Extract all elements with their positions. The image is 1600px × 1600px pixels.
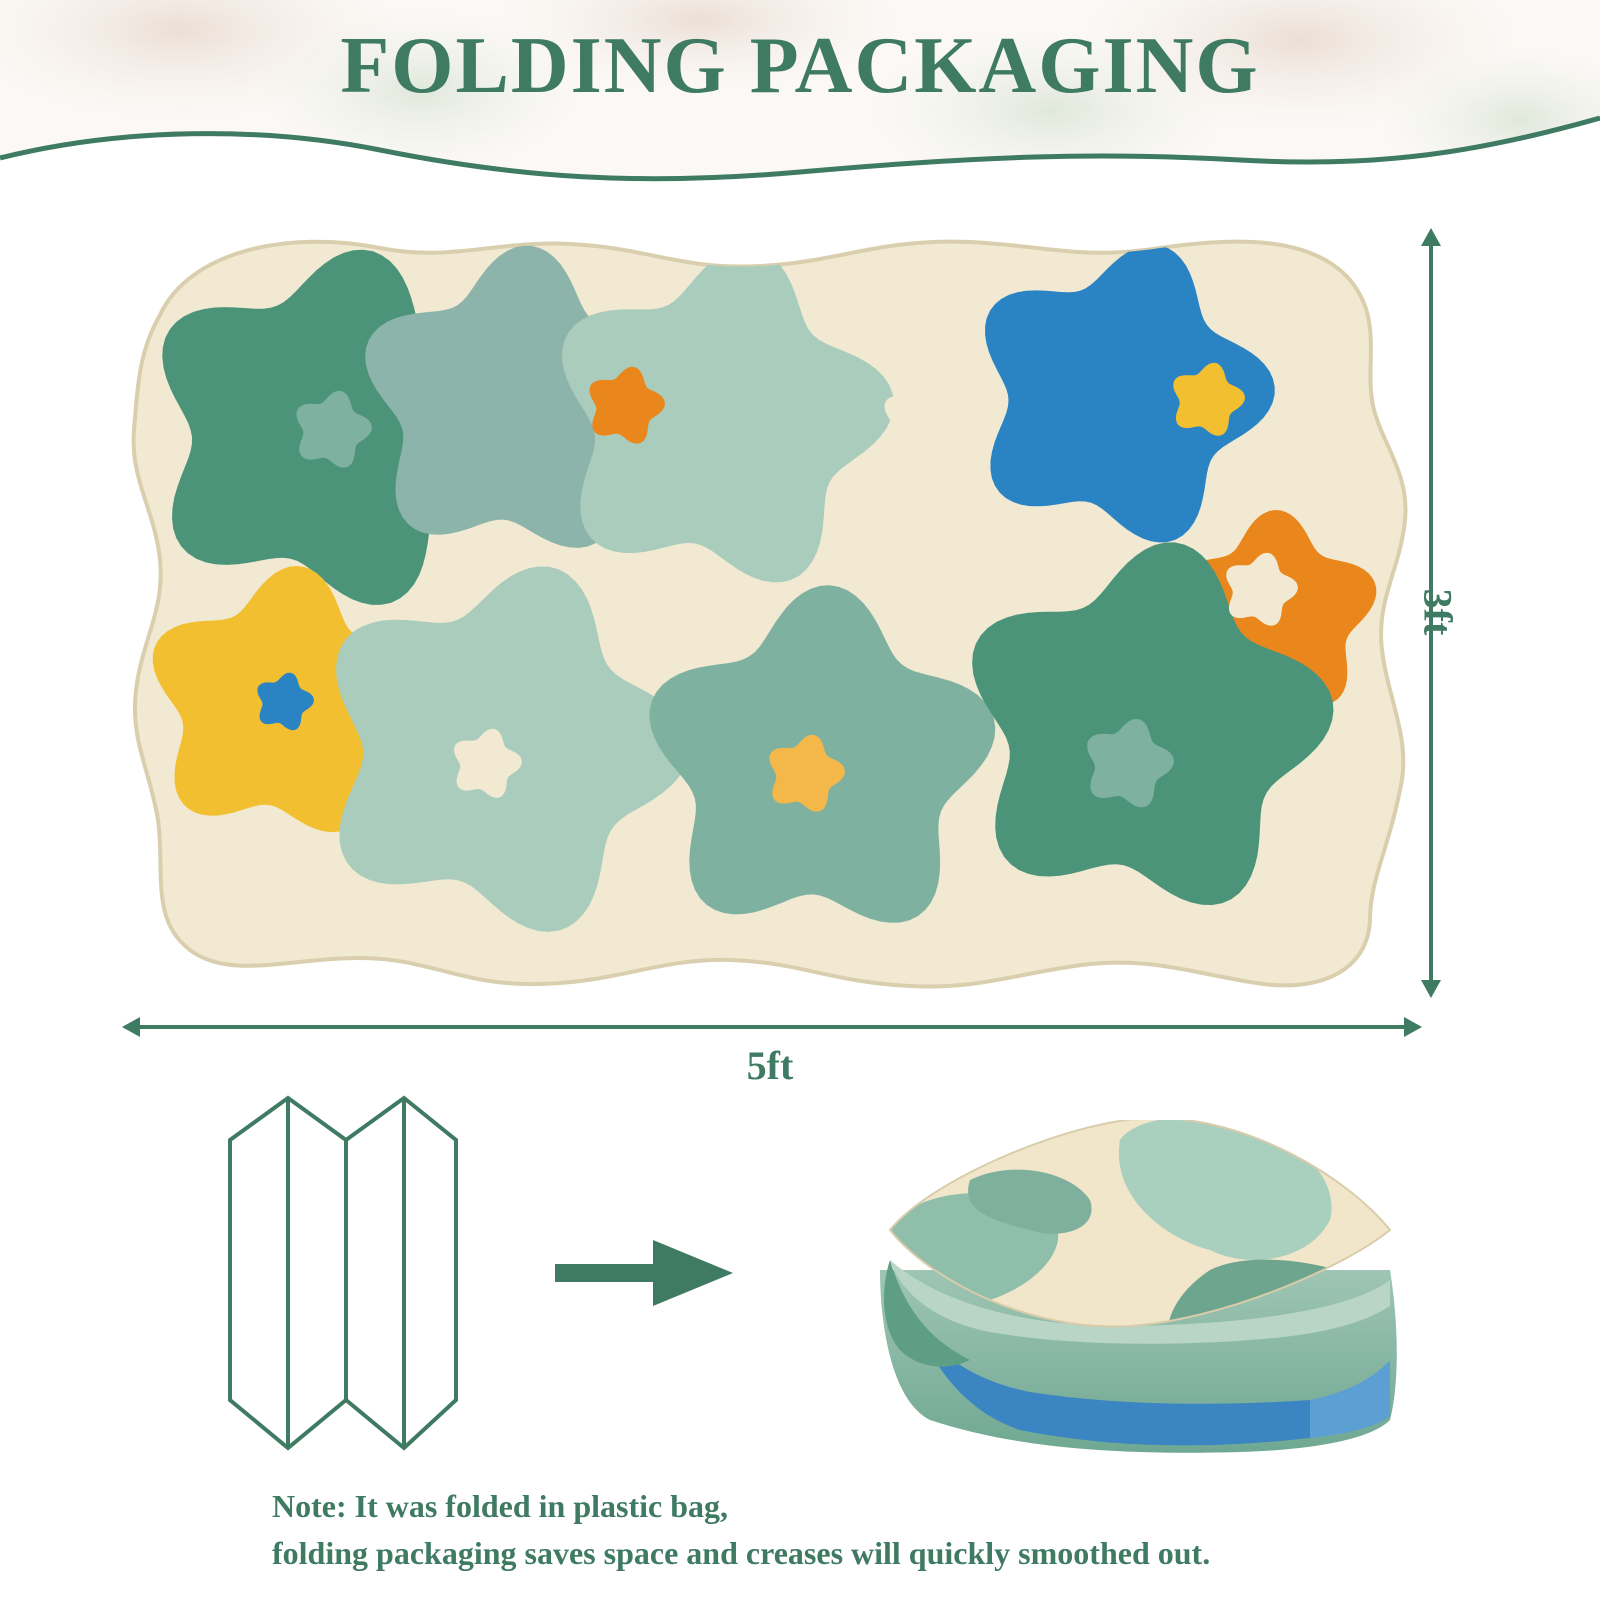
height-dimension-arrow xyxy=(1421,228,1441,998)
width-label: 5ft xyxy=(746,1043,794,1088)
flower-shape xyxy=(589,366,665,444)
flower-shape xyxy=(454,728,522,798)
flower-shape xyxy=(336,566,690,932)
flower-shape xyxy=(1173,362,1245,436)
flower-shape xyxy=(972,542,1334,905)
height-label: 3ft xyxy=(1415,588,1461,636)
flower-shape xyxy=(1226,552,1298,626)
folded-rug-illustration xyxy=(880,1120,1397,1453)
flower-rug-illustration xyxy=(131,239,1408,989)
flower-shape xyxy=(257,672,314,731)
header-banner xyxy=(0,0,1600,200)
note-line-2: folding packaging saves space and crease… xyxy=(272,1535,1211,1571)
flower-shape xyxy=(884,382,960,460)
flower-shape xyxy=(562,247,894,583)
flower-shape xyxy=(769,734,845,812)
flower-shape xyxy=(1087,719,1174,808)
width-dimension-arrow xyxy=(122,1017,1422,1037)
packaging-note: Note: It was folded in plastic bag, fold… xyxy=(272,1483,1572,1577)
arrow-right-icon xyxy=(555,1240,733,1306)
flower-shape xyxy=(985,244,1275,543)
zigzag-fold-icon xyxy=(228,1095,458,1451)
page-title: FOLDING PACKAGING xyxy=(340,22,1260,110)
note-line-1: Note: It was folded in plastic bag, xyxy=(272,1488,729,1524)
flower-shape xyxy=(296,390,372,468)
